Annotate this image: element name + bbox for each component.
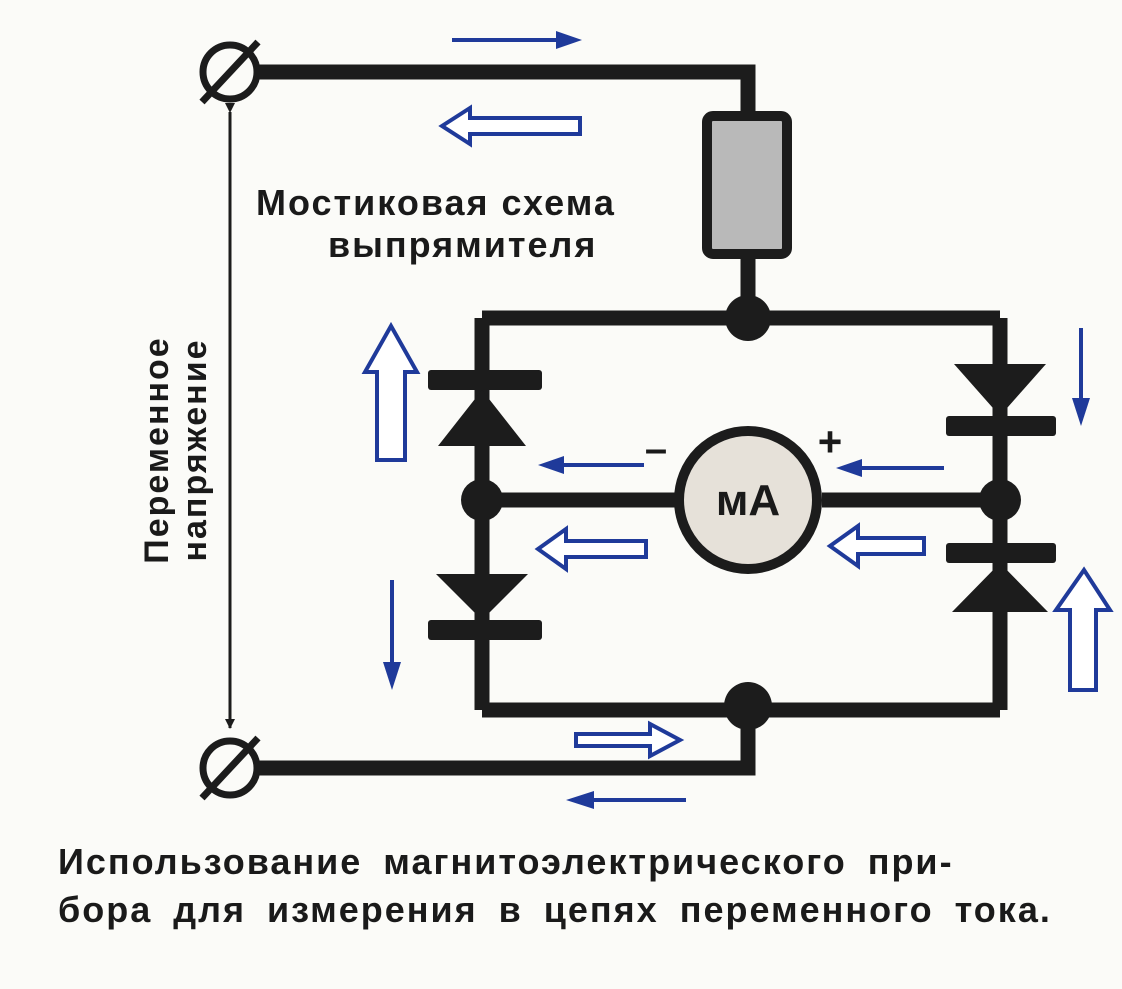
voltage-label-line1: Переменное (138, 336, 176, 563)
hollow-arrow-meter-left (534, 525, 648, 573)
voltage-label: Переменное напряжение (138, 336, 214, 563)
caption-line1: Использование магнитоэлектрического при- (58, 841, 954, 882)
resistor (702, 111, 792, 259)
terminal-top (199, 39, 261, 105)
milliammeter: мА (674, 426, 822, 574)
junction-right (979, 479, 1021, 521)
hollow-arrow-right-up (1052, 566, 1114, 692)
hollow-arrow-left-up (361, 321, 421, 462)
wire-top (258, 64, 756, 118)
arrow-left-down (383, 580, 401, 690)
arrow-right-down (1072, 328, 1090, 426)
junction-top (725, 295, 771, 341)
wires (258, 64, 1008, 776)
voltage-label-line2: напряжение (176, 338, 214, 561)
arrow-bottom-left (566, 791, 686, 809)
junction-left (461, 479, 503, 521)
meter-label: мА (716, 476, 780, 525)
diode-top-right (946, 364, 1056, 436)
rectifier-label-line2: выпрямителя (328, 224, 597, 265)
rectifier-label-line1: Мостиковая схема (256, 182, 616, 223)
figure-caption: Использование магнитоэлектрического при-… (58, 838, 1098, 934)
arrow-meter-right (836, 459, 944, 477)
caption-line2: бора для измерения в цепях переменного т… (58, 889, 1052, 930)
terminal-bottom (199, 735, 261, 801)
current-arrows-hollow (361, 104, 1114, 760)
current-arrows-solid (383, 31, 1090, 809)
hollow-arrow-meter-right (826, 522, 926, 570)
meter-minus-sign: – (645, 427, 667, 471)
junction-bottom (724, 682, 772, 730)
diode-bottom-right (946, 543, 1056, 612)
diode-bottom-left (428, 574, 542, 640)
arrow-meter-left (538, 456, 644, 474)
hollow-arrow-top-left (438, 104, 582, 148)
hollow-arrow-bottom-right (574, 720, 685, 760)
junctions (461, 295, 1021, 730)
diode-top-left (428, 370, 542, 446)
arrow-top-right (452, 31, 582, 49)
meter-plus-sign: + (818, 418, 843, 465)
